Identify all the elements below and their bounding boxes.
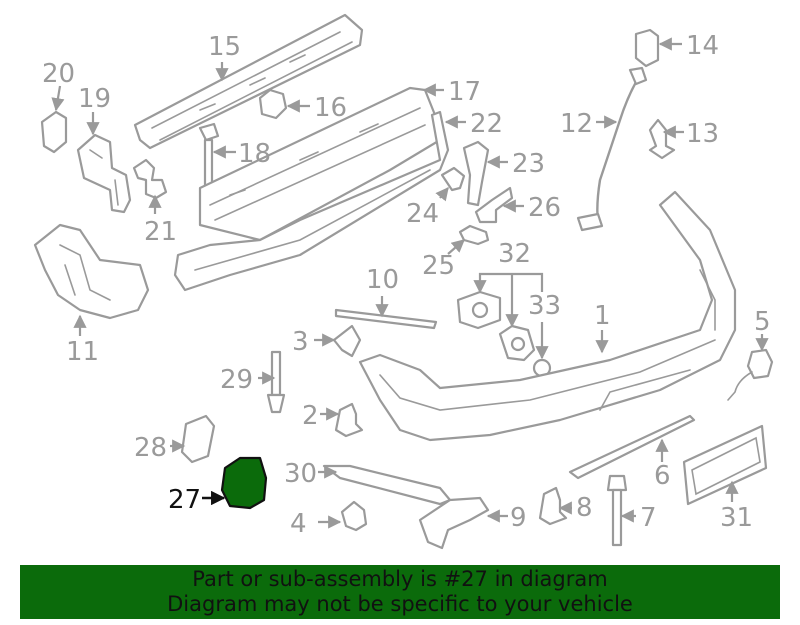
callout-28: 28 — [134, 433, 167, 463]
callout-23: 23 — [512, 149, 545, 179]
part-27-highlighted[interactable] — [220, 456, 268, 510]
callout-2: 2 — [302, 401, 319, 431]
part-6-strip[interactable] — [568, 414, 696, 480]
part-25-clip[interactable] — [458, 224, 490, 246]
callout-16: 16 — [314, 93, 347, 123]
callout-5: 5 — [754, 307, 771, 337]
part-5-sensor[interactable] — [727, 348, 774, 401]
part-8-clip[interactable] — [538, 486, 568, 526]
part-13-clip[interactable] — [648, 118, 676, 160]
callout-3: 3 — [292, 327, 309, 357]
part-30-strip[interactable] — [322, 464, 452, 506]
callout-19: 19 — [78, 84, 111, 114]
callout-10: 10 — [366, 265, 399, 295]
part-23-guide[interactable] — [462, 140, 490, 207]
part-11-bracket[interactable] — [33, 223, 150, 320]
part-21-bolt[interactable] — [132, 158, 168, 200]
part-10-molding[interactable] — [334, 308, 438, 330]
part-32-sensor-housing[interactable] — [456, 290, 502, 330]
callout-20: 20 — [42, 59, 75, 89]
callout-22: 22 — [470, 109, 503, 139]
callout-21: 21 — [144, 217, 177, 247]
part-31-plate[interactable] — [682, 424, 768, 506]
callout-15: 15 — [208, 32, 241, 62]
part-7-pin[interactable] — [606, 474, 628, 547]
banner-line-disclaimer: Diagram may not be specific to your vehi… — [167, 592, 633, 616]
part-20-gasket[interactable] — [40, 110, 68, 154]
leader-lines — [51, 37, 769, 529]
part-9-bracket[interactable] — [418, 496, 490, 550]
part-3-bracket[interactable] — [332, 324, 362, 358]
callout-17: 17 — [448, 77, 481, 107]
info-banner: Part or sub-assembly is #27 in diagram D… — [20, 565, 780, 619]
part-19-bracket[interactable] — [76, 133, 132, 214]
callout-14: 14 — [686, 31, 719, 61]
callout-26: 26 — [528, 193, 561, 223]
callout-labels: 15 20 19 21 18 16 17 22 14 12 13 23 24 2… — [42, 31, 771, 539]
callout-30: 30 — [284, 459, 317, 489]
part-32-sensor[interactable] — [498, 324, 536, 362]
part-28-cap[interactable] — [180, 414, 216, 464]
part-16-nut[interactable] — [258, 88, 288, 120]
callout-12: 12 — [560, 109, 593, 139]
callout-29: 29 — [220, 365, 253, 395]
part-15-reinforcement[interactable] — [133, 13, 364, 150]
callout-11: 11 — [66, 337, 99, 367]
part-22-skid[interactable] — [173, 110, 450, 292]
callout-18: 18 — [238, 139, 271, 169]
part-14-sensor[interactable] — [634, 28, 660, 68]
part-4-clip[interactable] — [340, 500, 368, 532]
callout-33: 33 — [528, 291, 561, 321]
callout-27: 27 — [168, 485, 201, 515]
callout-8: 8 — [576, 493, 593, 523]
callout-9: 9 — [510, 503, 527, 533]
parts-diagram: 15 20 19 21 18 16 17 22 14 12 13 23 24 2… — [33, 13, 774, 550]
callout-24: 24 — [406, 199, 439, 229]
part-12-wiring[interactable] — [576, 66, 648, 232]
callout-31: 31 — [720, 503, 753, 533]
part-2-clip[interactable] — [334, 402, 364, 438]
callout-4: 4 — [290, 509, 307, 539]
callout-6: 6 — [654, 461, 671, 491]
part-1-bumper-cover[interactable] — [358, 190, 737, 442]
callout-25: 25 — [422, 251, 455, 281]
callout-7: 7 — [640, 503, 657, 533]
callout-1: 1 — [594, 301, 611, 331]
banner-line-part-number: Part or sub-assembly is #27 in diagram — [192, 567, 608, 591]
part-24-clip[interactable] — [440, 166, 466, 192]
part-29-pin[interactable] — [266, 350, 286, 414]
callout-13: 13 — [686, 119, 719, 149]
callout-32: 32 — [498, 239, 531, 269]
